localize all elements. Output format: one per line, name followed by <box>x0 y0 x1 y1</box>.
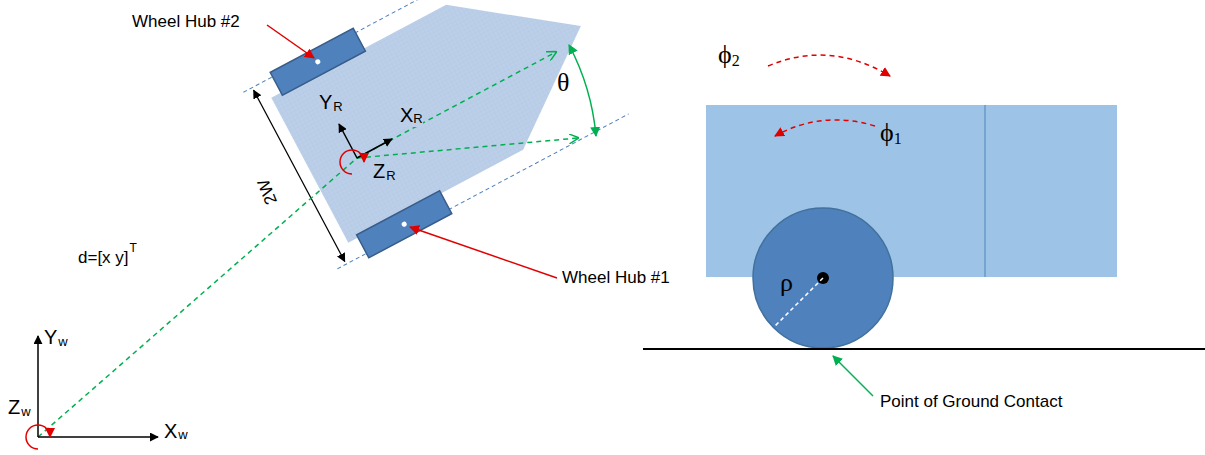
dimension-label: 2W <box>254 177 282 208</box>
rotation-arrow <box>768 55 890 76</box>
axis-label: X <box>164 420 177 443</box>
axis-subscript: w <box>21 405 30 420</box>
axis-subscript: R <box>386 169 395 184</box>
wheel <box>753 208 893 348</box>
axis-arrow <box>38 436 158 438</box>
axis-subscript: R <box>413 112 422 127</box>
vector-superscript: T <box>130 242 137 256</box>
angle-arc <box>569 45 596 136</box>
radius-symbol: ρ <box>780 268 793 298</box>
axis-label: X <box>400 104 413 127</box>
angle-symbol: ϕ <box>718 40 732 70</box>
position-vector <box>38 158 357 437</box>
axis-arrow <box>37 336 39 437</box>
angle-symbol: ϕ <box>880 118 894 148</box>
wheel-axis-line <box>337 114 628 269</box>
body-divider <box>984 105 985 277</box>
wheel-hub <box>270 28 365 95</box>
rotation-arrow <box>26 425 50 449</box>
heading-line <box>357 52 556 158</box>
dimension-line <box>254 90 345 261</box>
hub-point <box>401 221 408 228</box>
angle-subscript: 1 <box>894 130 902 148</box>
leader-arrow <box>410 227 557 278</box>
angle-subscript: 2 <box>732 52 740 70</box>
leader-arrow <box>833 356 873 396</box>
axis-subscript: w <box>178 428 187 443</box>
axis-label: Z <box>8 396 20 419</box>
vector-label: d=[x y] <box>78 248 129 268</box>
ground-line <box>643 348 1205 350</box>
wheel-hub <box>357 191 452 258</box>
rotation-arrow <box>775 120 875 136</box>
part-label: Point of Ground Contact <box>880 392 1062 412</box>
axis-subscript: w <box>58 335 67 350</box>
part-label: Wheel Hub #1 <box>562 268 670 288</box>
axis-label: Y <box>319 91 332 114</box>
axis-label: Z <box>373 160 385 183</box>
hub-point <box>314 58 321 65</box>
rotation-arrow <box>340 150 364 174</box>
reference-line <box>357 138 578 158</box>
angle-symbol: θ <box>557 68 569 98</box>
axis-subscript: R <box>333 100 342 115</box>
axis-label: Y <box>44 326 57 349</box>
axis-arrow <box>339 124 357 158</box>
part-label: Wheel Hub #2 <box>132 12 240 32</box>
leader-arrow <box>267 25 314 58</box>
